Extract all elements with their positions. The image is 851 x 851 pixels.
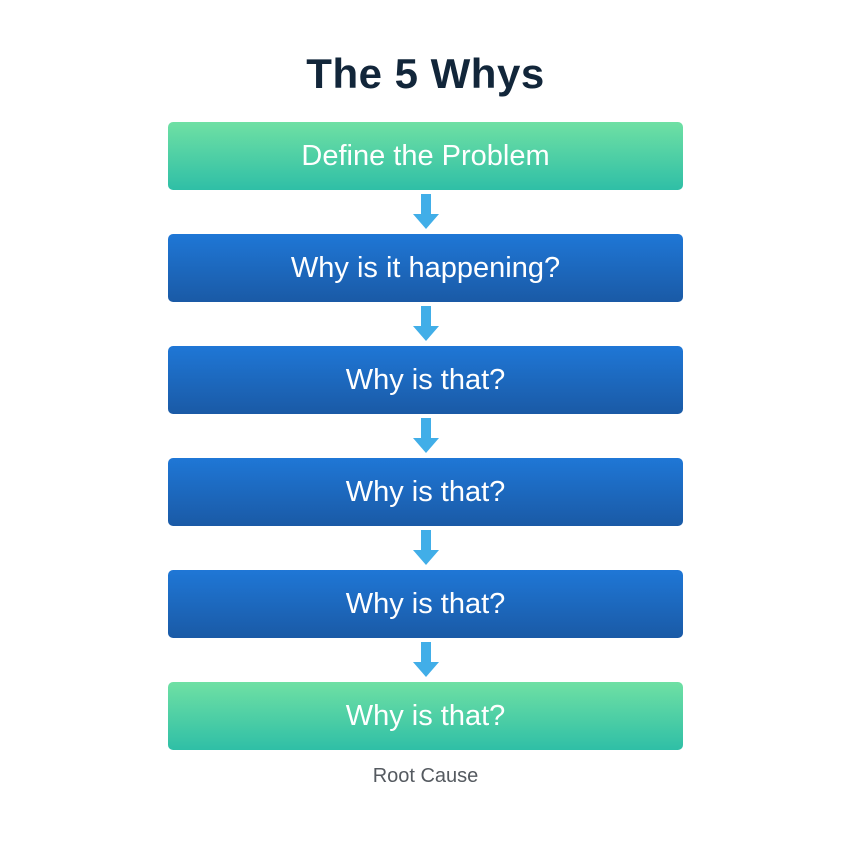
- root-cause-label: Root Cause: [372, 765, 479, 787]
- step-label: Why is that?: [345, 699, 506, 732]
- down-arrow-icon: [168, 190, 683, 234]
- step-why-4: Why is that?: [168, 570, 683, 638]
- step-label: Why is that?: [345, 587, 506, 620]
- step-label: Why is it happening?: [290, 251, 561, 284]
- step-label: Define the Problem: [301, 139, 550, 172]
- down-arrow-icon: [168, 414, 683, 458]
- diagram-title: The 5 Whys: [306, 50, 545, 97]
- five-whys-flow: Define the Problem Why is it happening? …: [168, 122, 683, 750]
- step-why-2: Why is that?: [168, 346, 683, 414]
- step-label: Why is that?: [345, 363, 506, 396]
- down-arrow-icon: [168, 638, 683, 682]
- down-arrow-icon: [168, 302, 683, 346]
- step-label: Why is that?: [345, 475, 506, 508]
- down-arrow-icon: [168, 526, 683, 570]
- step-why-1: Why is it happening?: [168, 234, 683, 302]
- step-define-problem: Define the Problem: [168, 122, 683, 190]
- step-why-5-root: Why is that?: [168, 682, 683, 750]
- step-why-3: Why is that?: [168, 458, 683, 526]
